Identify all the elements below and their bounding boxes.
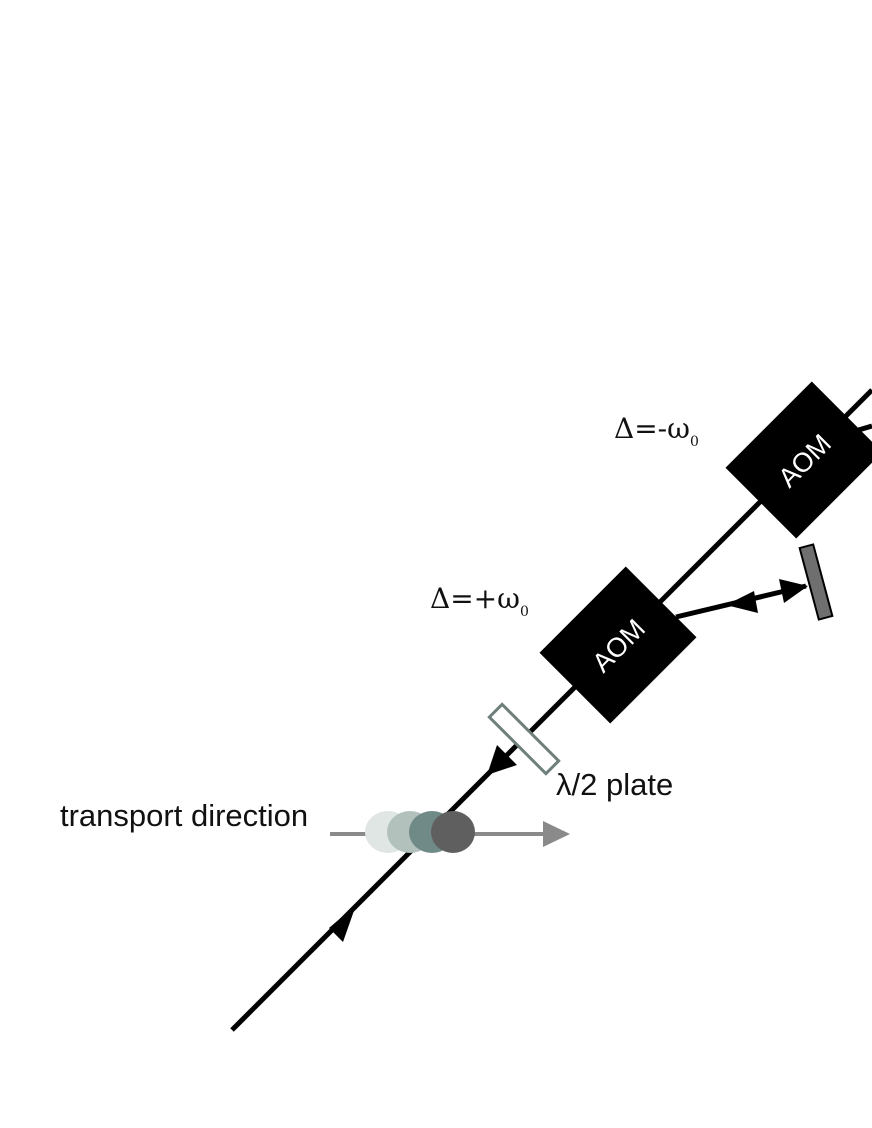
deflected-arrow-left	[726, 591, 758, 613]
detuning-lower-label: Δ=+ω0	[430, 582, 529, 620]
atom-cloud	[365, 811, 475, 853]
aom-lower: AOM	[539, 566, 697, 724]
aom-upper: AOM	[725, 381, 872, 539]
half-wave-plate-label: λ/2 plate	[556, 767, 673, 802]
half-wave-plate	[487, 702, 561, 776]
deflected-beam-upper	[844, 423, 872, 437]
retro-mirror	[798, 543, 834, 621]
beam-arrow-up	[329, 905, 356, 942]
atom	[431, 811, 475, 853]
transport-direction-label: transport direction	[60, 798, 308, 833]
detuning-upper-label: Δ=-ω0	[614, 412, 699, 450]
deflected-arrow-right	[779, 579, 808, 603]
transport-arrow-head	[543, 821, 570, 847]
beam-arrow-down	[487, 745, 517, 775]
